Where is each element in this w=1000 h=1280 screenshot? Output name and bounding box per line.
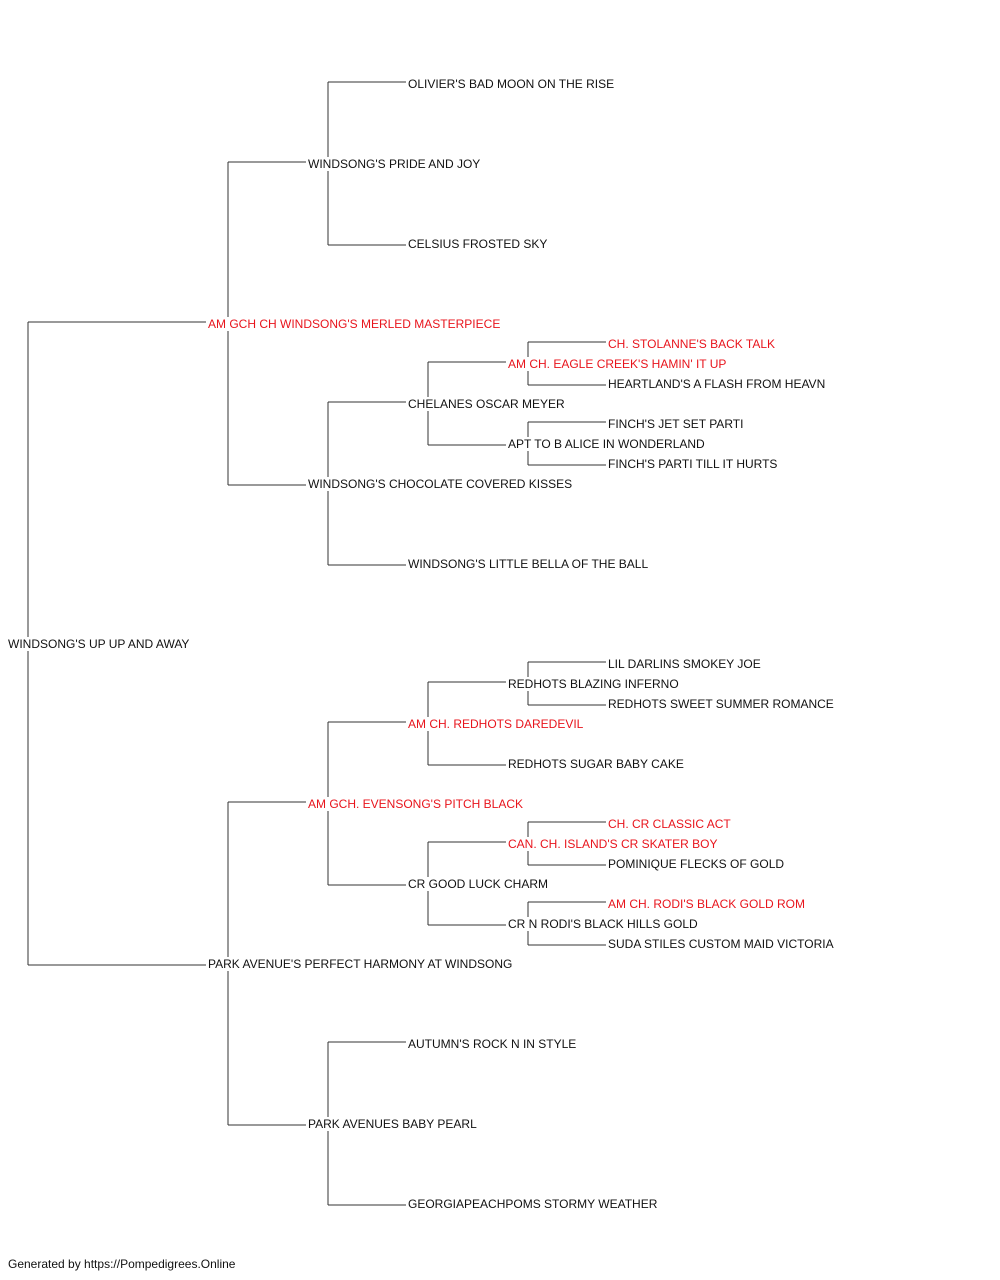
- ancestor-name: SUDA STILES CUSTOM MAID VICTORIA: [608, 937, 834, 951]
- ancestor-name: AUTUMN'S ROCK N IN STYLE: [408, 1037, 577, 1051]
- paternal-granddam-name: WINDSONG'S CHOCOLATE COVERED KISSES: [308, 477, 573, 491]
- ancestor-name: CAN. CH. ISLAND'S CR SKATER BOY: [508, 837, 718, 851]
- ancestor-name: AM CH. EAGLE CREEK'S HAMIN' IT UP: [508, 357, 727, 371]
- ancestor-name: OLIVIER'S BAD MOON ON THE RISE: [408, 77, 615, 91]
- ancestor-name: CELSIUS FROSTED SKY: [408, 237, 548, 251]
- ancestor-name: AM CH. REDHOTS DAREDEVIL: [408, 717, 584, 731]
- ancestor-name: POMINIQUE FLECKS OF GOLD: [608, 857, 785, 871]
- maternal-grandsire-name: AM GCH. EVENSONG'S PITCH BLACK: [308, 797, 523, 811]
- ancestor-name: HEARTLAND'S A FLASH FROM HEAVN: [608, 377, 826, 391]
- ancestor-name: REDHOTS SWEET SUMMER ROMANCE: [608, 697, 834, 711]
- ancestor-name: CH. CR CLASSIC ACT: [608, 817, 731, 831]
- sire-name: AM GCH CH WINDSONG'S MERLED MASTERPIECE: [208, 317, 501, 331]
- ancestor-name: APT TO B ALICE IN WONDERLAND: [508, 437, 705, 451]
- maternal-granddam-name: PARK AVENUES BABY PEARL: [308, 1117, 477, 1131]
- ancestor-name: CHELANES OSCAR MEYER: [408, 397, 565, 411]
- dam-name: PARK AVENUE'S PERFECT HARMONY AT WINDSON…: [208, 957, 513, 971]
- ancestor-name: CR N RODI'S BLACK HILLS GOLD: [508, 917, 698, 931]
- ancestor-name: FINCH'S PARTI TILL IT HURTS: [608, 457, 778, 471]
- subject-dog-name: WINDSONG'S UP UP AND AWAY: [8, 637, 190, 651]
- ancestor-name: GEORGIAPEACHPOMS STORMY WEATHER: [408, 1197, 658, 1211]
- ancestor-name: AM CH. RODI'S BLACK GOLD ROM: [608, 897, 805, 911]
- ancestor-name: CR GOOD LUCK CHARM: [408, 877, 549, 891]
- ancestor-name: REDHOTS SUGAR BABY CAKE: [508, 757, 684, 771]
- ancestor-name: LIL DARLINS SMOKEY JOE: [608, 657, 761, 671]
- ancestor-name: FINCH'S JET SET PARTI: [608, 417, 744, 431]
- ancestor-name: CH. STOLANNE'S BACK TALK: [608, 337, 776, 351]
- ancestor-name: WINDSONG'S LITTLE BELLA OF THE BALL: [408, 557, 649, 571]
- paternal-grandsire-name: WINDSONG'S PRIDE AND JOY: [308, 157, 481, 171]
- generated-by-footer: Generated by https://Pompedigrees.Online: [8, 1257, 236, 1271]
- ancestor-name: REDHOTS BLAZING INFERNO: [508, 677, 679, 691]
